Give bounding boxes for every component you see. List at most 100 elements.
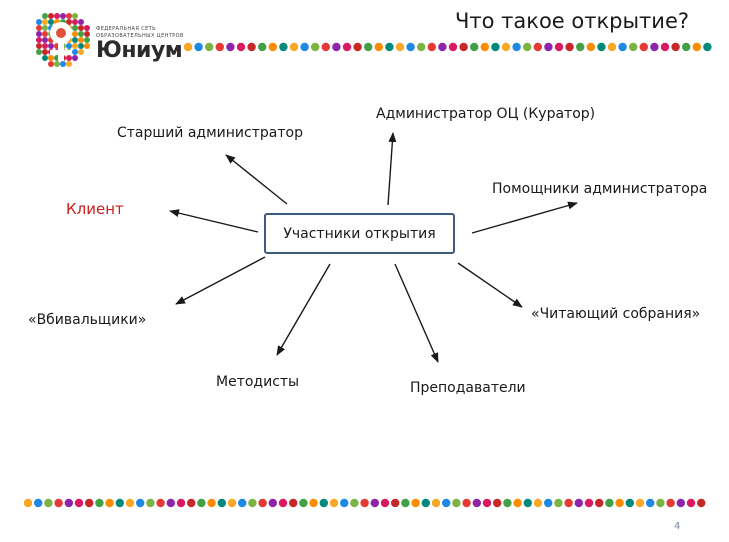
decor-dot: [289, 498, 298, 508]
decor-dot: [136, 498, 145, 508]
decor-dot: [105, 498, 114, 508]
logo-dot: [84, 37, 90, 43]
logo-dot: [72, 43, 78, 49]
logo-dot: [42, 25, 48, 31]
arrow-teachers: [394, 263, 439, 363]
node-teachers: Преподаватели: [410, 380, 526, 396]
decor-dot: [503, 498, 512, 508]
decor-dot: [248, 498, 257, 508]
decor-dot: [470, 42, 479, 52]
logo-dot: [84, 31, 90, 37]
logo-dot: [60, 61, 66, 67]
decor-dot: [595, 498, 604, 508]
logo-dot: [48, 13, 54, 19]
logo-dot: [42, 13, 48, 19]
logo-dot: [36, 43, 42, 49]
decor-dot: [427, 42, 436, 52]
decor-dot: [512, 42, 521, 52]
decor-dot: [544, 498, 553, 508]
decor-dot: [472, 498, 481, 508]
decor-dot: [289, 42, 299, 52]
decor-dot: [279, 42, 288, 52]
decor-dot: [501, 42, 511, 52]
logo-dot: [78, 31, 84, 37]
arrow-client: [169, 209, 259, 233]
logo-dot: [78, 37, 84, 43]
decor-dot: [321, 42, 330, 52]
node-assistants: Помощники администратора: [492, 181, 708, 197]
decor-dot: [692, 42, 701, 52]
decor-dot: [340, 498, 349, 508]
logo-dot: [66, 55, 72, 61]
arrow-curator: [387, 132, 397, 206]
decor-dot: [533, 42, 542, 52]
decor-dot: [183, 42, 193, 52]
decor-dot: [207, 498, 216, 508]
logo-dot: [36, 31, 42, 37]
decor-dot: [268, 498, 277, 508]
decor-dot: [54, 498, 63, 508]
decor-dot: [370, 498, 379, 508]
decor-dot: [576, 42, 585, 52]
decor-dot: [639, 42, 648, 52]
arrow-senior-admin: [225, 154, 288, 205]
decor-dot: [646, 498, 655, 508]
decor-dot: [258, 42, 267, 52]
logo-dot: [42, 37, 48, 43]
decor-dot: [650, 42, 659, 52]
decor-dot: [353, 42, 362, 52]
decor-dot: [523, 498, 532, 508]
arrow-reader: [457, 262, 523, 308]
logo-dot: [42, 43, 48, 49]
decor-dot: [342, 42, 352, 52]
arrow-methodists: [276, 263, 331, 356]
decor-dot: [491, 42, 500, 52]
decor-dot: [197, 498, 206, 508]
logo-figure-icon: [50, 22, 72, 61]
decor-dot: [597, 42, 606, 52]
logo-dot: [48, 61, 54, 67]
decor-dot: [238, 498, 247, 508]
decor-dot: [258, 498, 267, 508]
decor-dot: [676, 498, 685, 508]
logo-dot: [66, 13, 72, 19]
decor-dot: [44, 498, 53, 508]
decor-dot: [629, 42, 638, 52]
logo-dot: [42, 19, 48, 25]
logo-dot: [78, 19, 84, 25]
decor-dot: [146, 498, 155, 508]
bottom-dot-row: [23, 498, 706, 508]
decor-dot: [686, 498, 696, 508]
logo-dot: [42, 31, 48, 37]
decor-dot: [605, 498, 614, 508]
decor-dot: [85, 498, 94, 508]
decor-dot: [226, 42, 235, 52]
decor-dot: [666, 498, 675, 508]
logo-dot: [42, 49, 48, 55]
arrow-hitters: [175, 256, 266, 305]
logo-dot: [54, 13, 60, 19]
decor-dot: [329, 498, 339, 508]
decor-dot: [187, 498, 196, 508]
decor-dot: [584, 498, 594, 508]
logo-dot: [48, 19, 54, 25]
logo-dot: [72, 19, 78, 25]
decor-dot: [554, 498, 563, 508]
logo-dot: [60, 13, 66, 19]
logo-tagline-1: ФЕДЕРАЛЬНАЯ СЕТЬ: [96, 26, 156, 32]
decor-dot: [615, 498, 624, 508]
decor-dot: [459, 42, 468, 52]
decor-dot: [319, 498, 328, 508]
logo-dot: [36, 19, 42, 25]
decor-dot: [533, 498, 543, 508]
decor-dot: [166, 498, 175, 508]
decor-dot: [236, 42, 246, 52]
decor-dot: [671, 42, 680, 52]
logo-dot: [72, 37, 78, 43]
logo-dot: [72, 13, 78, 19]
decor-dot: [95, 498, 104, 508]
decor-dot: [391, 498, 400, 508]
logo-dot: [72, 55, 78, 61]
